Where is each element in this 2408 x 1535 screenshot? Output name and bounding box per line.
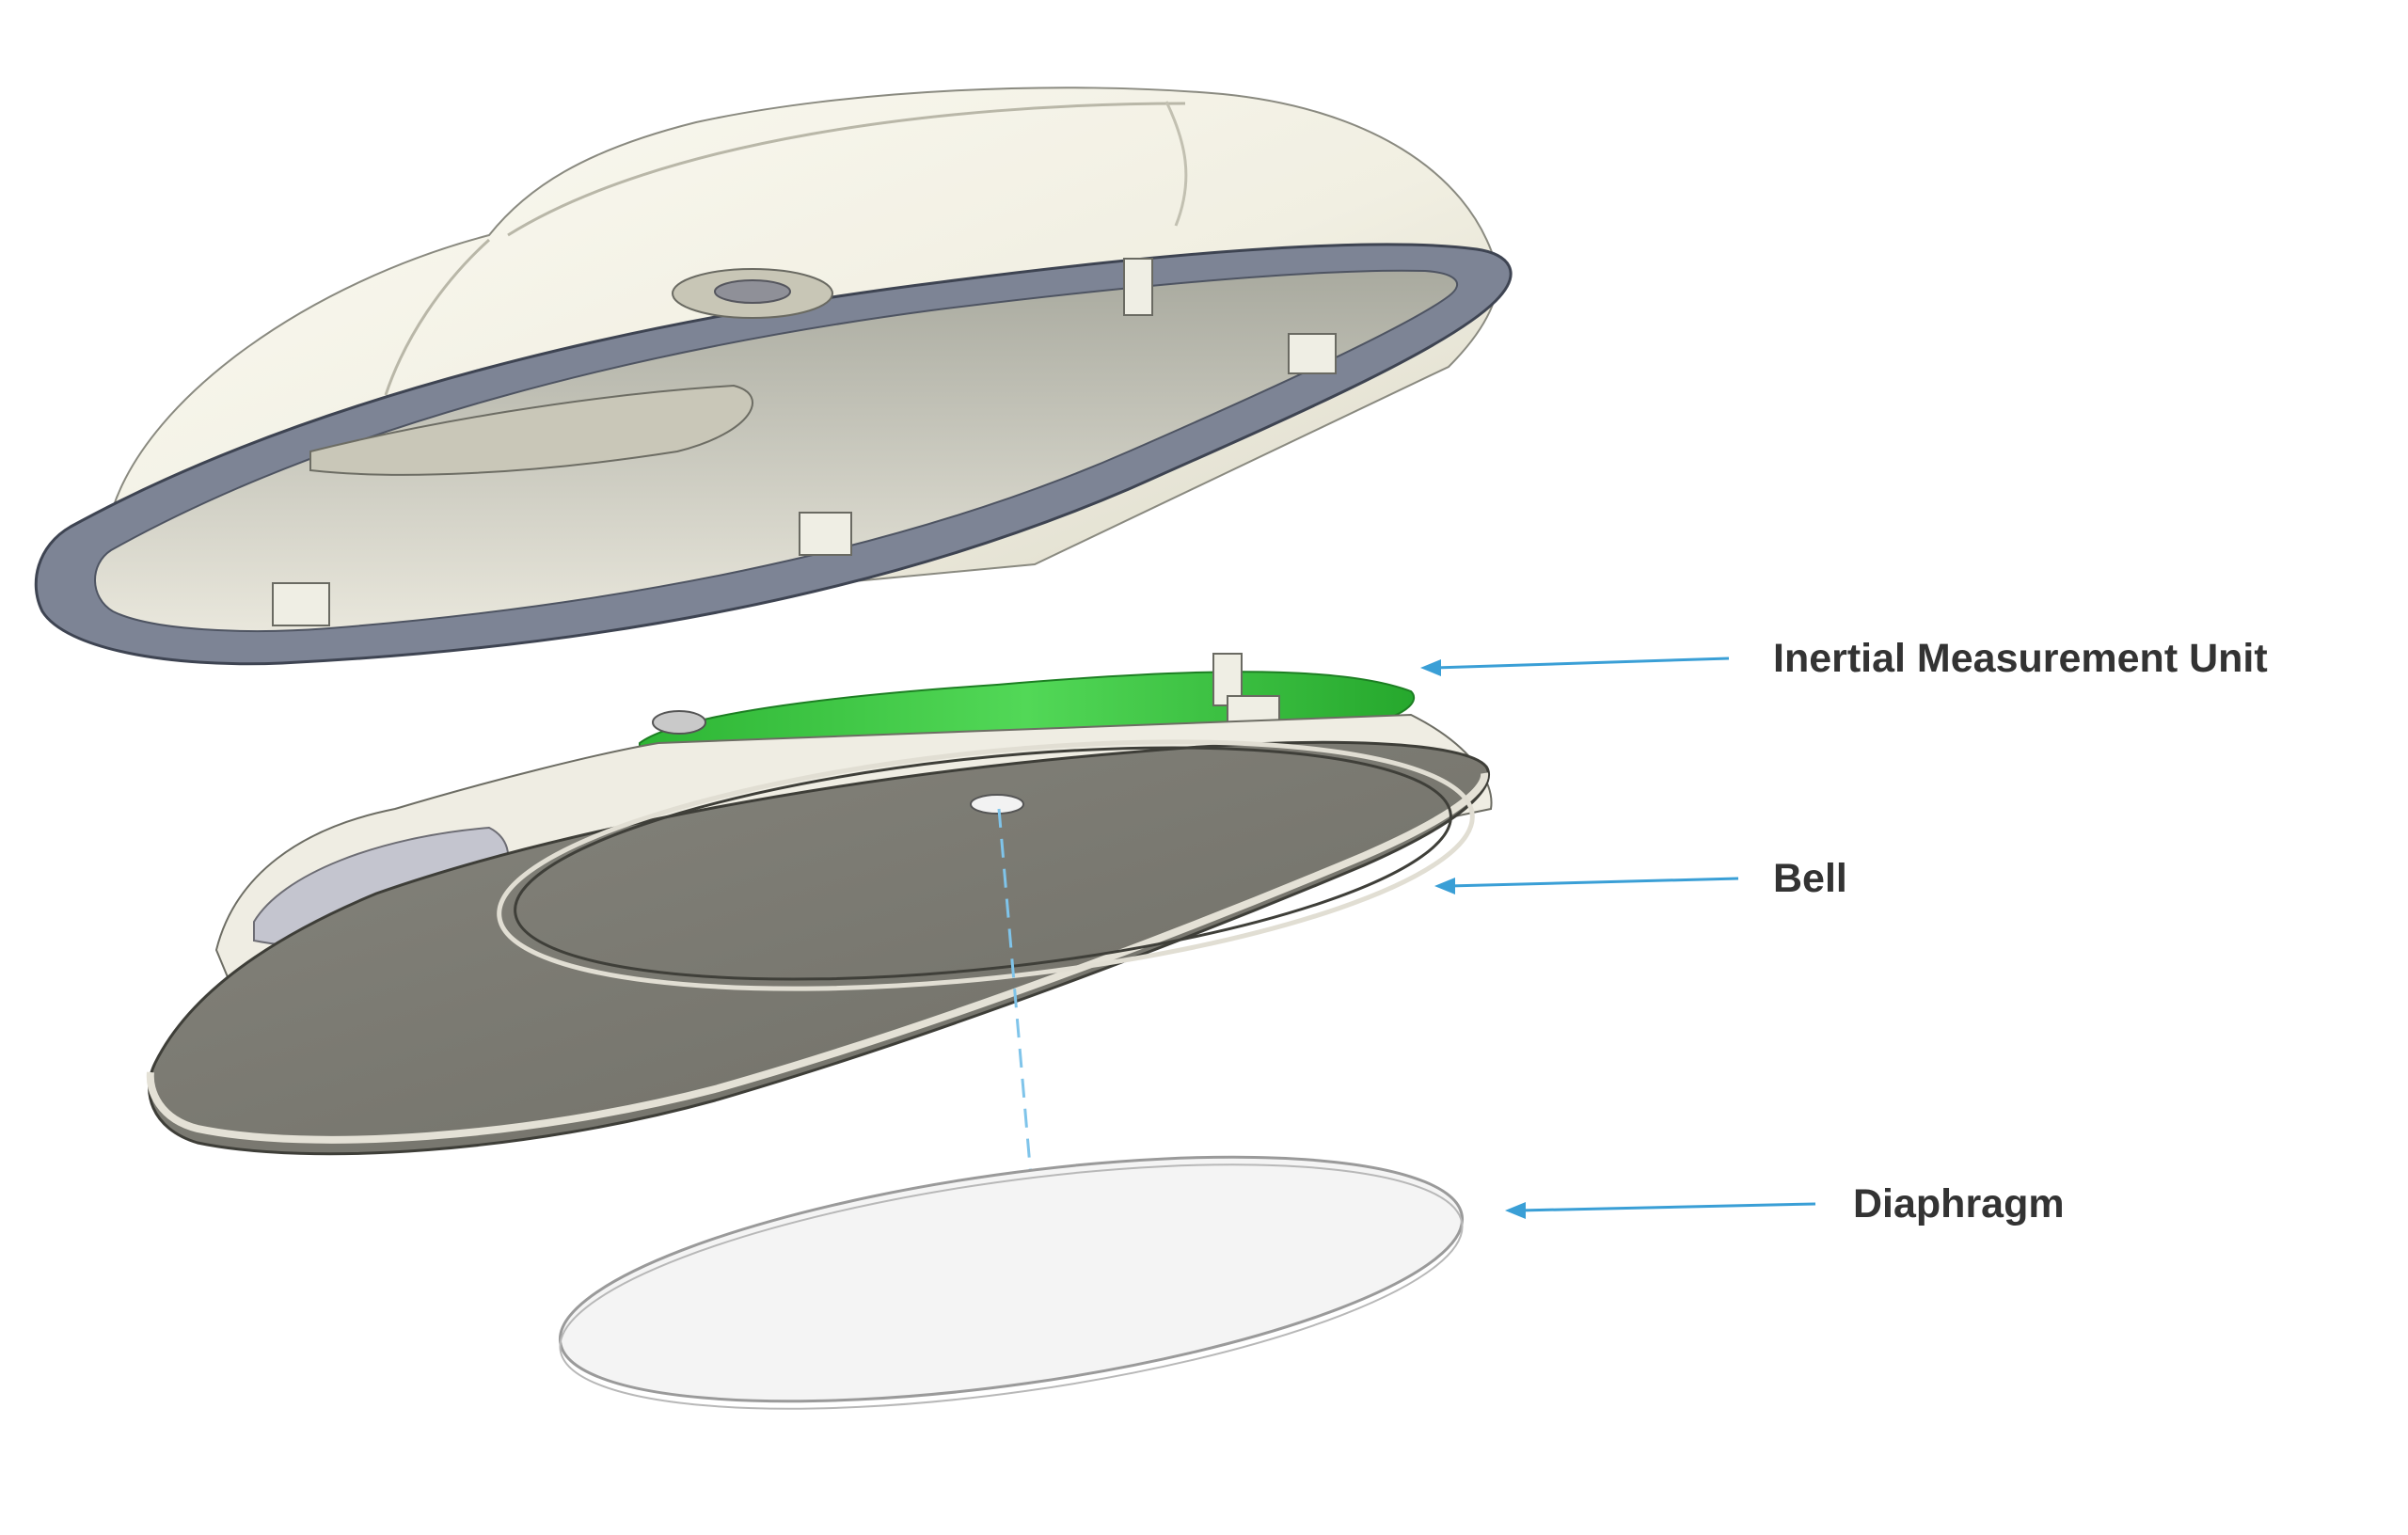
imu-screw — [652, 710, 706, 735]
assembly-axis-line — [997, 808, 1041, 1275]
label-imu: Inertial Measurement Unit — [1773, 636, 2268, 681]
shell-clip — [1123, 258, 1153, 316]
label-bell: Bell — [1773, 856, 1847, 901]
arrow-line — [1518, 1202, 1816, 1212]
shell-center-hub-inner — [714, 279, 791, 304]
arrow-head — [1420, 659, 1441, 676]
callout-imu: Inertial Measurement Unit — [1420, 636, 2268, 681]
bell — [146, 713, 1493, 1156]
shell-seam-line — [507, 102, 1186, 237]
shell-clip — [272, 582, 330, 626]
callout-bell: Bell — [1434, 856, 1847, 901]
shell-inner-cavity — [94, 269, 1459, 632]
bell-inner-ring-outer — [497, 739, 1475, 991]
bell-inner-ring — [514, 746, 1452, 981]
arrow-head — [1505, 1202, 1526, 1219]
label-diaphragm: Diaphragm — [1853, 1181, 2065, 1226]
diaphragm — [558, 1155, 1465, 1410]
bell-face — [148, 740, 1491, 1156]
callout-diaphragm: Diaphragm — [1505, 1181, 2065, 1226]
diaphragm-disc — [558, 1155, 1465, 1403]
shell-inner-ledge — [309, 384, 753, 476]
diaphragm-disc-edge — [559, 1163, 1464, 1410]
bell-center-hole — [970, 794, 1024, 815]
bell-edge — [146, 772, 1489, 1144]
shell-clip — [1288, 333, 1337, 374]
arrow-line — [1448, 877, 1739, 888]
arrow-line — [1434, 657, 1730, 670]
top-shell — [34, 87, 1513, 666]
shell-seam-line — [384, 238, 491, 396]
shell-seam-line — [1164, 101, 1188, 227]
arrow-head — [1434, 878, 1455, 894]
shell-clip — [799, 512, 852, 556]
